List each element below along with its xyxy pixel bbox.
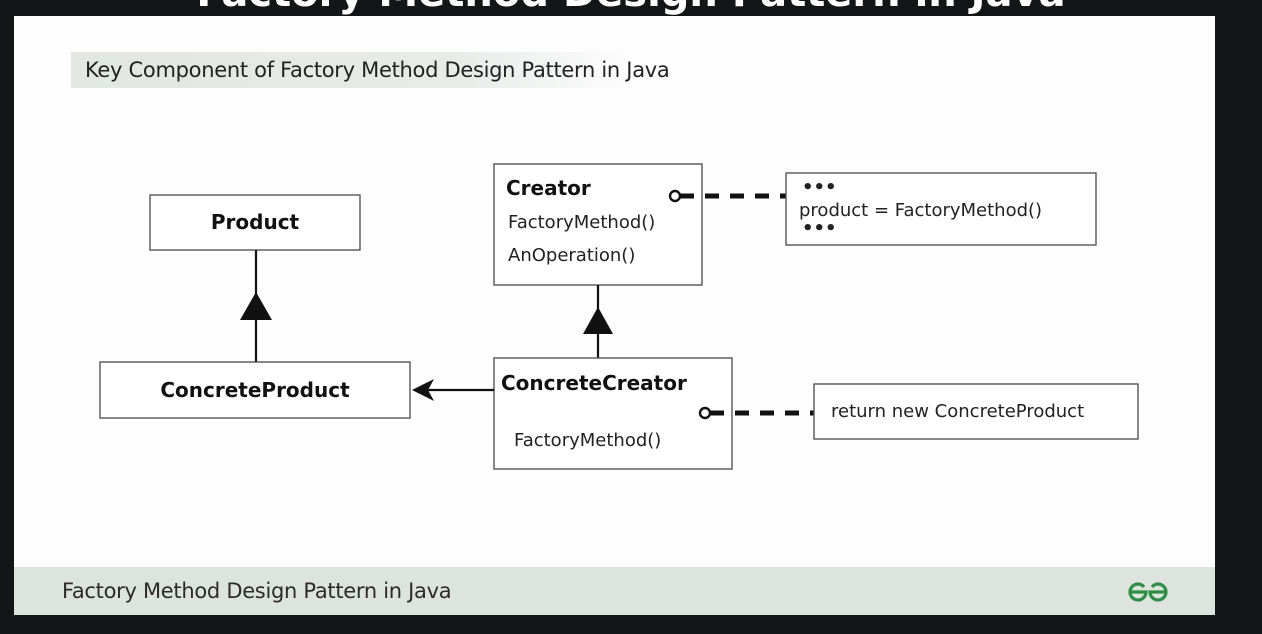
header-label: Key Component of Factory Method Design P… <box>85 58 670 82</box>
cut-off-title: Factory Method Design Pattern in Java <box>0 0 1262 16</box>
header-band <box>71 52 631 88</box>
note-creator: ••• product = FactoryMethod() ••• <box>785 172 1097 246</box>
inheritance-product <box>240 250 272 362</box>
concrete-creator-method: FactoryMethod() <box>514 430 661 451</box>
ellipsis: ••• <box>802 218 837 239</box>
note-text: product = FactoryMethod() <box>799 200 1042 221</box>
inheritance-creator <box>583 285 613 358</box>
dependency-arrow <box>412 379 494 401</box>
inheritance-arrowhead-icon <box>583 307 613 334</box>
note-box <box>813 383 1139 440</box>
concrete-creator-name: ConcreteCreator <box>501 371 687 395</box>
creator-method: FactoryMethod() <box>508 212 655 233</box>
ellipsis: ••• <box>802 177 837 198</box>
footer-band: Factory Method Design Pattern in Java <box>14 567 1215 615</box>
product-name: Product <box>211 210 300 234</box>
arrowhead-left-icon <box>412 379 434 401</box>
footer-label: Factory Method Design Pattern in Java <box>62 579 452 603</box>
concrete-product-name: ConcreteProduct <box>160 378 350 402</box>
creator-method: AnOperation() <box>508 245 635 266</box>
inheritance-arrowhead-icon <box>240 292 272 320</box>
class-concrete-creator: ConcreteCreator FactoryMethod() <box>493 357 733 470</box>
note-box <box>785 172 1097 246</box>
creator-box <box>493 163 703 286</box>
note-text: return new ConcreteProduct <box>831 401 1084 422</box>
geeksforgeeks-logo-icon <box>1128 582 1168 602</box>
class-product: Product <box>149 194 361 251</box>
class-creator: Creator FactoryMethod() AnOperation() <box>493 163 703 286</box>
note-anchor-icon <box>668 189 682 203</box>
concrete-product-box <box>99 361 411 419</box>
creator-name: Creator <box>506 176 591 200</box>
note-anchor-icon <box>698 406 712 420</box>
note-concrete-creator: return new ConcreteProduct <box>813 383 1139 440</box>
concrete-creator-box <box>493 357 733 470</box>
class-concrete-product: ConcreteProduct <box>99 361 411 419</box>
uml-diagram: Product ConcreteProduct Creator FactoryM… <box>99 163 1139 470</box>
slide-card: Key Component of Factory Method Design P… <box>14 16 1215 615</box>
